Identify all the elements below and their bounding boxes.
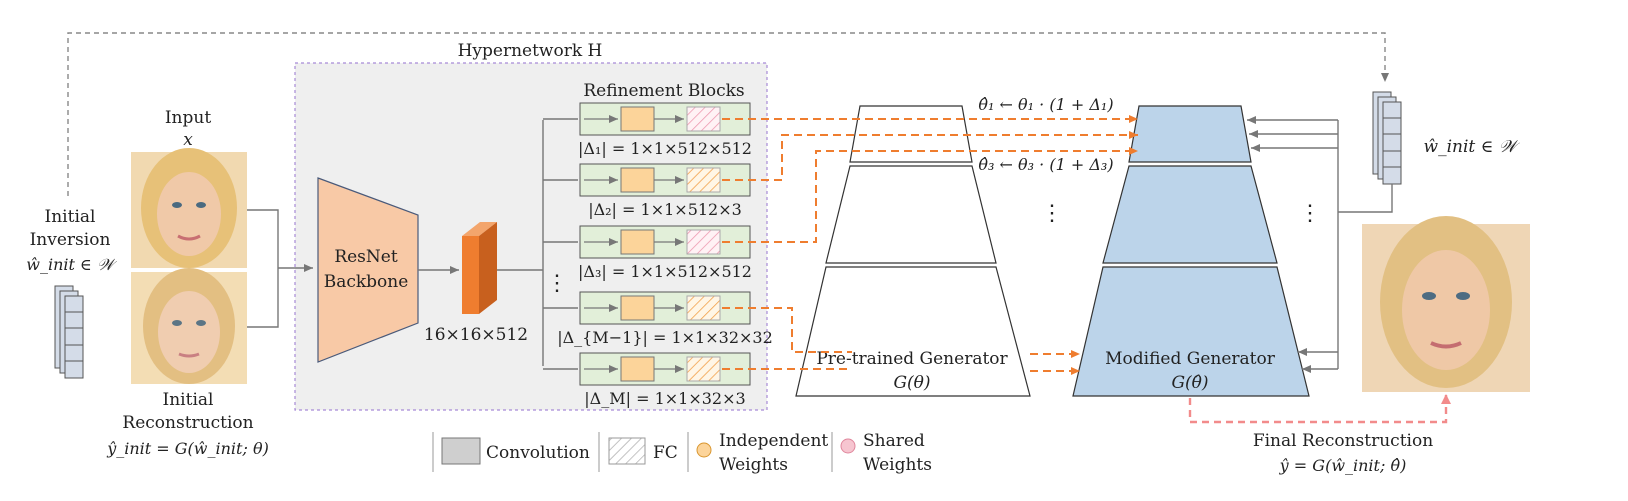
legend-shared-swatch [840, 438, 856, 454]
input-label: Input [165, 108, 211, 128]
fc-layer [686, 106, 721, 132]
refinement-block-delta: |Δ₂| = 1×1×512×3 [588, 200, 742, 219]
initial-latent-stack [54, 285, 84, 379]
conv-layer [620, 167, 655, 193]
legend-convolution-label: Convolution [486, 443, 590, 463]
final-reconstruction-label: Final Reconstruction [1253, 431, 1433, 451]
final-reconstruction-arrow [1188, 394, 1451, 424]
final-reconstruction-formula: ŷ = G(ŵ_init; θ̂) [1279, 456, 1407, 475]
latent-to-generator-connector [1337, 120, 1393, 369]
initial-inversion-line2: Inversion [30, 230, 111, 250]
faces-to-backbone-connector [247, 209, 313, 328]
hypernetwork-title: Hypernetwork H [458, 41, 603, 61]
update-equation-3: θ̂₃ ← θ₃ · (1 + Δ₃) [978, 155, 1113, 174]
legend-independent-line1: Independent [719, 431, 828, 451]
refinement-block-delta: |Δ₁| = 1×1×512×512 [578, 139, 752, 158]
update-equation-1: θ̂₁ ← θ₁ · (1 + Δ₁) [978, 95, 1113, 114]
fc-layer [686, 229, 721, 255]
modified-generator-label: Modified Generator [1105, 349, 1276, 369]
delta3-arrow [722, 147, 1138, 243]
conv-layer [620, 295, 655, 321]
pretrained-generator-label: Pre-trained Generator [816, 349, 1008, 369]
conv-layer [620, 356, 655, 382]
conv-layer [620, 106, 655, 132]
feature-map-block [462, 222, 497, 314]
initial-inversion-line3: ŵ_init ∈ 𝒲 [26, 255, 118, 274]
latent-stack-right [1372, 91, 1402, 185]
legend-shared-line2: Weights [863, 455, 932, 475]
deltaM1-arrow [722, 307, 852, 353]
refinement-block: |Δ_{M−1}| = 1×1×32×32 [543, 291, 773, 347]
refinement-blocks-title: Refinement Blocks [583, 81, 744, 101]
refinement-block: |Δ_M| = 1×1×32×3 [543, 352, 751, 408]
refinement-block: |Δ₃| = 1×1×512×512 [543, 225, 752, 281]
final-face-image [1362, 216, 1530, 392]
initial-reconstruction-line3: ŷ_init = G(ŵ_init; θ) [106, 439, 269, 458]
inversion-feedback-arrow [67, 32, 1389, 196]
legend: Convolution FC Independent Weights Share… [432, 431, 932, 475]
delta2-arrow [722, 131, 1138, 181]
refinement-block: |Δ₁| = 1×1×512×512 [543, 102, 752, 158]
input-face-image [131, 148, 247, 268]
latent-label: ŵ_init ∈ 𝒲 [1424, 137, 1521, 157]
fc-layer [686, 295, 721, 321]
legend-independent-line2: Weights [719, 455, 788, 475]
pretrained-generator-symbol: G(θ) [893, 373, 930, 393]
legend-fc-swatch [608, 437, 646, 465]
modified-generator [1072, 105, 1310, 397]
backbone-label-line1: ResNet [334, 247, 398, 267]
initial-reconstruction-line2: Reconstruction [122, 413, 253, 433]
initial-inversion-line1: Initial [45, 207, 96, 227]
feature-size-label: 16×16×512 [424, 325, 528, 345]
resnet-backbone [317, 177, 419, 363]
feature-branch-trunk [497, 120, 544, 366]
legend-independent-swatch [696, 442, 712, 458]
legend-fc-label: FC [653, 443, 678, 463]
fc-layer [686, 167, 721, 193]
refinement-block-delta: |Δ_{M−1}| = 1×1×32×32 [557, 328, 773, 347]
initial-reconstruction-face-image [131, 268, 247, 384]
refinement-block-delta: |Δ_M| = 1×1×32×3 [584, 389, 745, 408]
conv-layer [620, 229, 655, 255]
refinement-block-delta: |Δ₃| = 1×1×512×512 [578, 262, 752, 281]
pretrained-ellipsis: ⋮ [1041, 201, 1063, 226]
legend-convolution-swatch [441, 437, 481, 465]
legend-shared-line1: Shared [863, 431, 925, 451]
input-symbol: x [183, 130, 193, 150]
modified-generator-symbol: G(θ̂) [1171, 373, 1208, 393]
blocks-ellipsis: ⋮ [546, 271, 568, 296]
backbone-label-line2: Backbone [324, 272, 409, 292]
fc-layer [686, 356, 721, 382]
initial-reconstruction-line1: Initial [163, 390, 214, 410]
generator-ellipsis: ⋮ [1299, 201, 1321, 226]
refinement-block: |Δ₂| = 1×1×512×3 [543, 163, 751, 219]
refinement-blocks-group: |Δ₁| = 1×1×512×512 |Δ₂| = 1×1×512×3 |Δ₃| =… [543, 102, 773, 408]
